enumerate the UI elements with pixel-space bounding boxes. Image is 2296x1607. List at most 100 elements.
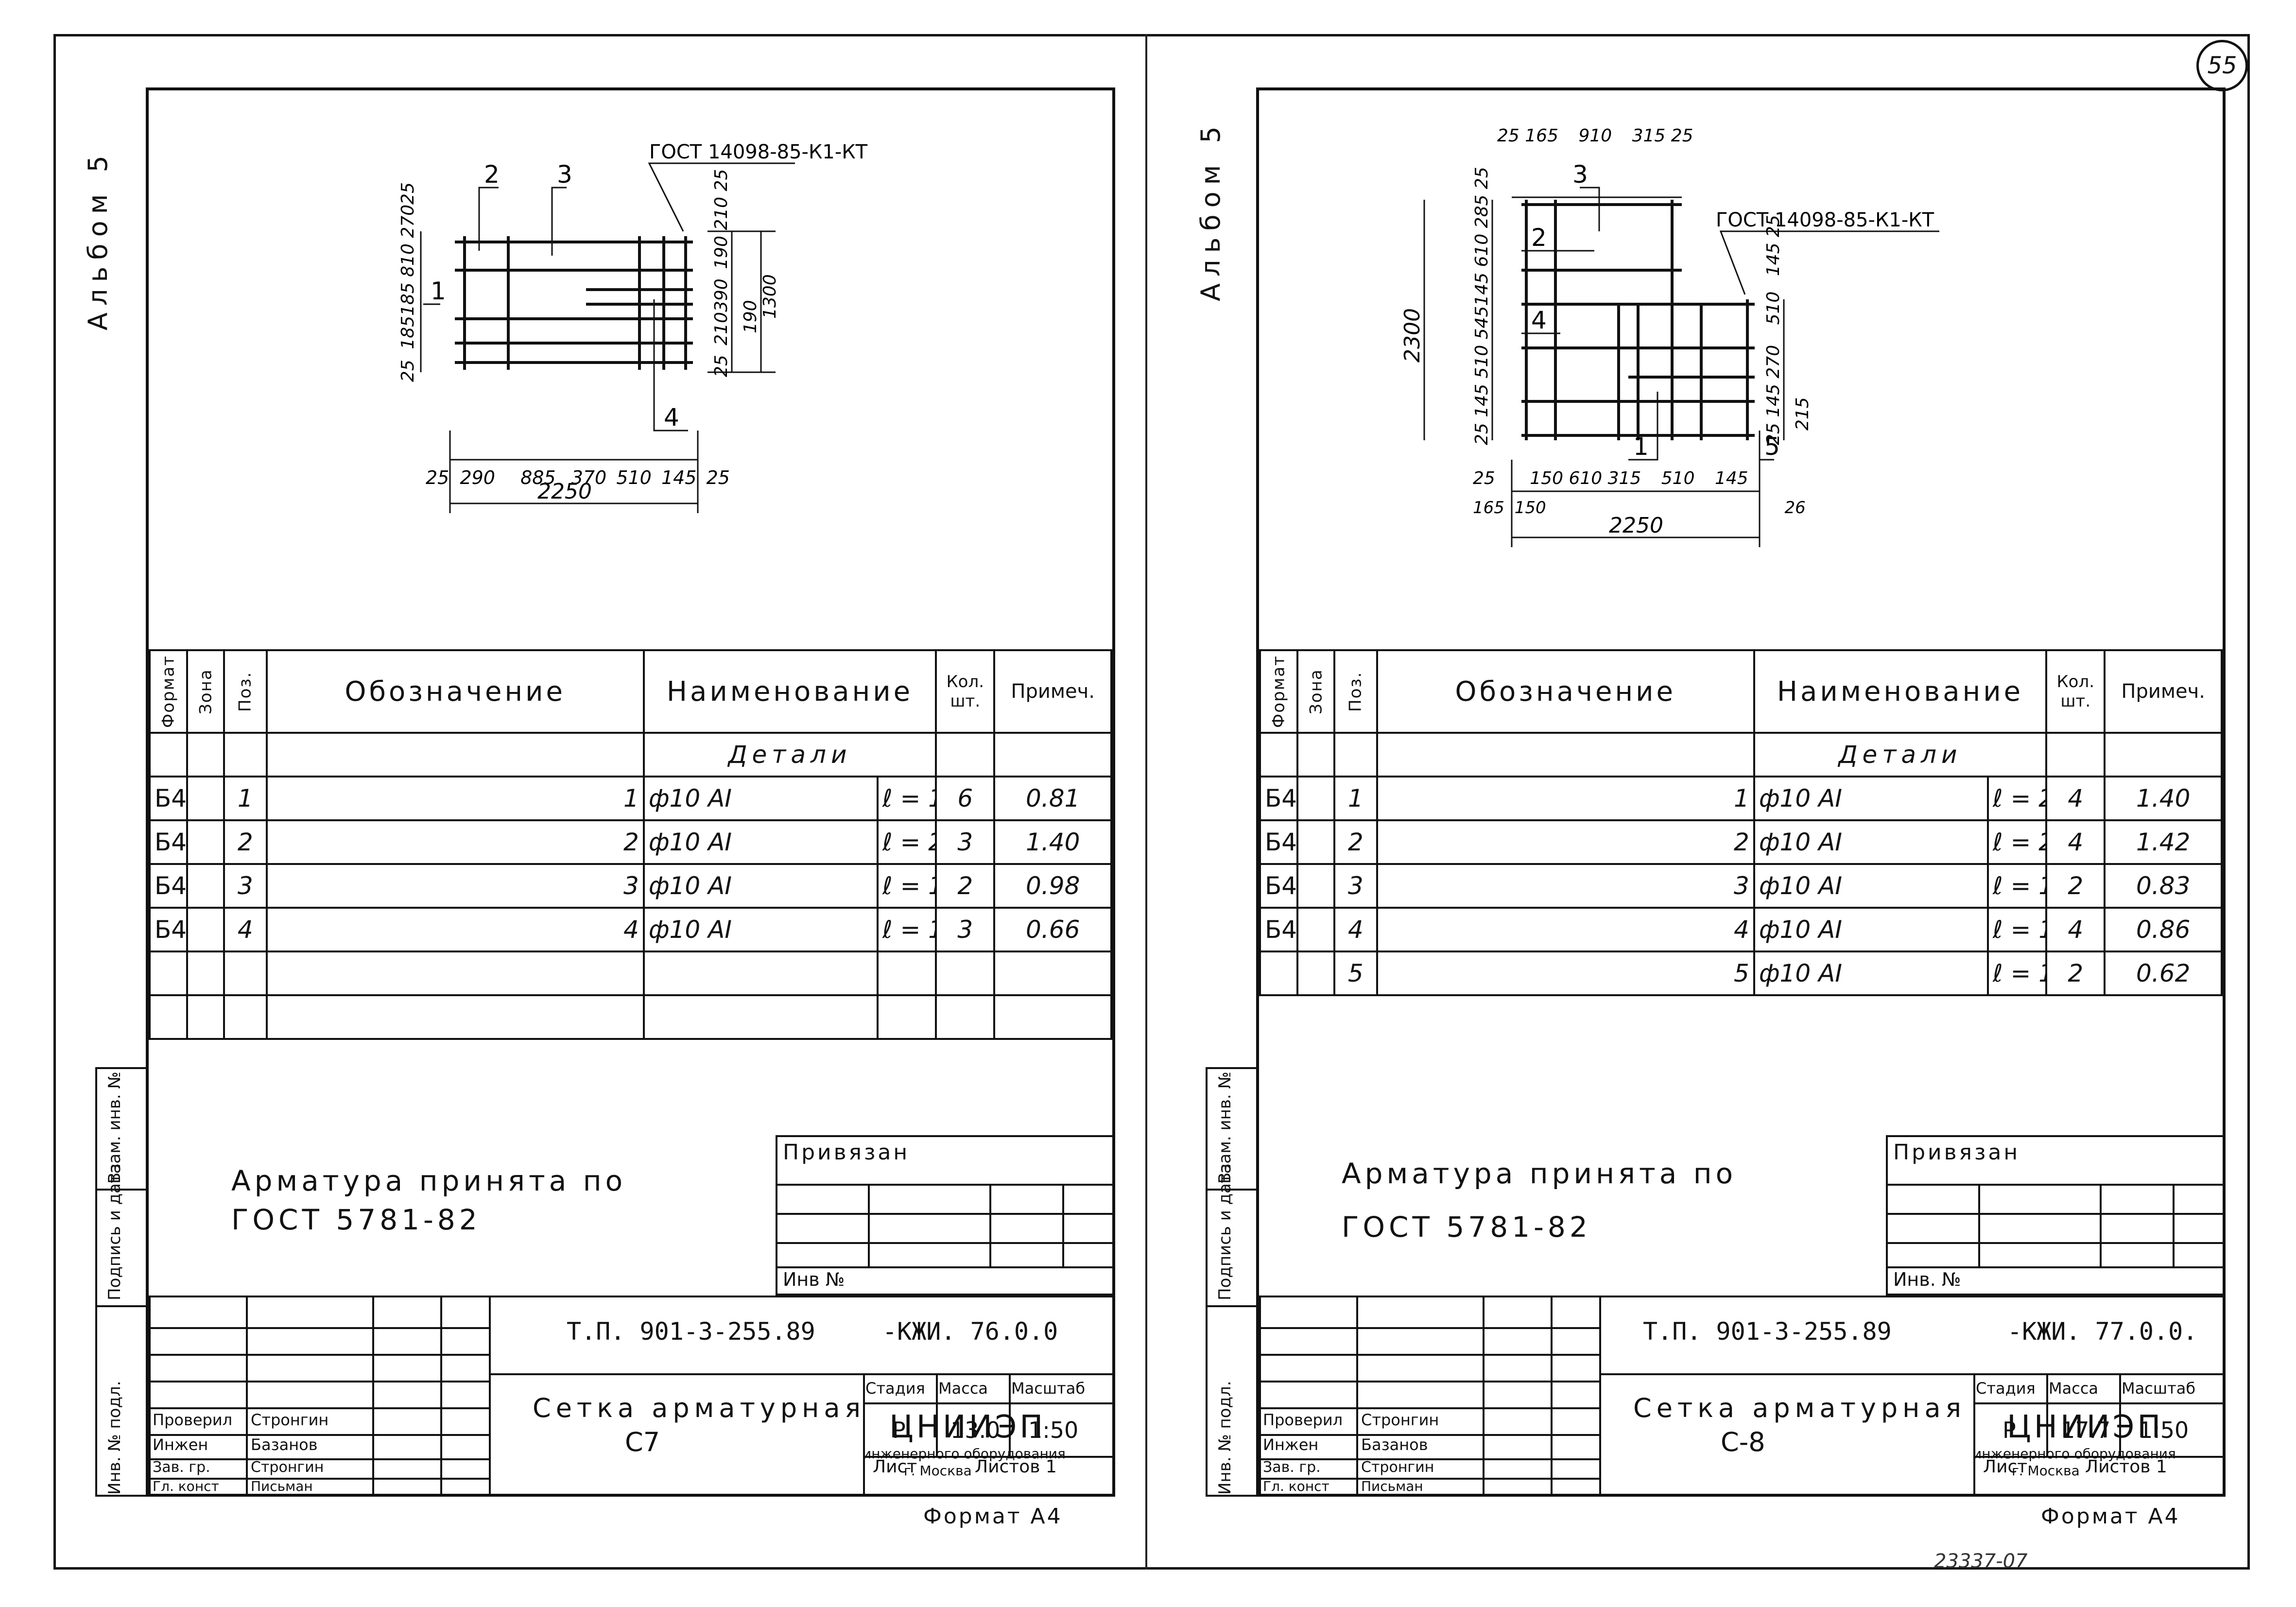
sheet-left: 2 3 1 4 ГОСТ 14098-85-К1-КТ 25 290 885 3… (95, 87, 1115, 1497)
cell-designation: 1 (1376, 776, 1755, 821)
signer-name: Письман (1361, 1478, 1423, 1494)
signer-role: Инжен (153, 1435, 208, 1454)
cell-qty: 4 (2045, 819, 2106, 865)
org-sub-2: г. Москва (2012, 1463, 2080, 1479)
signer-role: Проверил (153, 1411, 233, 1429)
sheet-label: Лист (873, 1457, 917, 1477)
cell-note: 0.81 (993, 776, 1112, 821)
sheets-label: Листов 1 (2085, 1457, 2167, 1477)
left-dim-text: 25 185185 810 27025 (398, 182, 418, 382)
cell-length: ℓ = 1440 (1986, 863, 2048, 909)
bottom-dim-text: 25 150 610 315 510 145 (1473, 468, 1748, 488)
signer-role: Проверил (1263, 1411, 1343, 1429)
cell-format: Б4 (1259, 907, 1298, 952)
right-dim-text: 25 210390 190 210 25 (711, 169, 731, 377)
cell-designation: 4 (1376, 907, 1755, 952)
pos-label: 1 (431, 277, 446, 305)
mass-header: Масса (2049, 1379, 2099, 1398)
side-label: Подпись и дата (1215, 1163, 1235, 1300)
cell-length: ℓ = 2300 (1986, 819, 2048, 865)
binding-block (1886, 1135, 2226, 1296)
table-row-empty (149, 994, 1112, 1040)
right-dim-extra: 190 (741, 300, 760, 333)
cell-note: 0.62 (2104, 950, 2223, 996)
cell-length: ℓ = 1395 (1986, 907, 2048, 952)
cell-length: ℓ = 1065 (876, 907, 937, 952)
spec-table: Формат Зона Поз. Обозначение Наименовани… (1259, 649, 2223, 996)
cell-name: ф10 АI (1753, 907, 1989, 952)
cell-designation: 3 (1376, 863, 1755, 909)
table-row: 5 5 ф10 АI ℓ = 1010 2 0.62 (1259, 950, 2223, 996)
cell-note: 1.40 (2104, 776, 2223, 821)
cell-designation: 1 (265, 776, 645, 821)
cell-name: ф10 АI (642, 907, 879, 952)
cell-note: 1.40 (993, 819, 1112, 865)
cell-pos: 2 (1333, 819, 1378, 865)
sheets-label: Листов 1 (975, 1457, 1057, 1477)
cell-name: ф10 АI (1753, 819, 1989, 865)
sheet-label: Лист (1983, 1457, 2028, 1477)
header-name: Наименование (642, 649, 937, 734)
signer-role: Гл. конст (153, 1478, 219, 1494)
header-note: Примеч. (2104, 649, 2223, 734)
cell-length: ℓ = 1585 (876, 863, 937, 909)
note-line-1: Арматура принята по (231, 1164, 627, 1197)
signer-name: Письман (251, 1478, 313, 1494)
header-format: Формат (1260, 650, 1297, 733)
org-sub-1: инженерного оборудования (863, 1446, 1066, 1462)
cell-pos: 1 (1333, 776, 1378, 821)
side-stamp-table (1206, 1067, 1259, 1497)
pos-label: 5 (1764, 432, 1780, 461)
title-block (1259, 1296, 2226, 1497)
cell-format: Б4 (149, 863, 188, 909)
cell-designation: 2 (265, 819, 645, 865)
cell-name: ф10 АI (1753, 863, 1989, 909)
bottom-dim-text-2: 165 150 26 (1473, 498, 1806, 518)
org-name: ЦНИИЭП (889, 1409, 1046, 1445)
header-designation: Обозначение (265, 649, 645, 734)
spec-section-row: Детали (149, 732, 1112, 778)
archive-stamp: 23337-07 (1934, 1550, 2028, 1572)
doc-suffix: -КЖИ. 77.0.0. (2007, 1317, 2198, 1346)
header-qty: Кол. шт. (935, 649, 996, 734)
cell-qty: 2 (2045, 950, 2106, 996)
scale-value: 1:50 (2139, 1417, 2189, 1443)
binding-block (776, 1135, 1115, 1296)
note-line-2: ГОСТ 5781-82 (231, 1203, 481, 1236)
pos-label: 1 (1633, 432, 1649, 461)
cell-name: ф10 АI (1753, 776, 1989, 821)
mesh-drawing-c7: 2 3 1 4 ГОСТ 14098-85-К1-КТ 25 290 885 3… (398, 141, 868, 513)
section-title: Детали (642, 732, 937, 778)
stage-value: Р (2003, 1417, 2016, 1443)
scale-value: 1:50 (1028, 1417, 1079, 1443)
right-dim-text: 25 145 270 510 145 25 (1763, 215, 1783, 445)
signer-name: Базанов (1361, 1435, 1428, 1454)
binding-label: Привязан (1893, 1140, 2020, 1165)
spec-header-row: Формат Зона Поз. Обозначение Наименовани… (1260, 649, 2223, 734)
mass-value: 13.0 (950, 1417, 1001, 1443)
table-row: Б4 2 2 ф10 АI ℓ = 2300 4 1.42 (1259, 819, 2223, 865)
cell-note: 0.83 (2104, 863, 2223, 909)
cell-pos: 1 (223, 776, 268, 821)
cell-name: ф10 АI (1753, 950, 1989, 996)
cell-format: Б4 (149, 907, 188, 952)
doc-code: Т.П. 901-3-255.89 (567, 1317, 815, 1346)
cell-length: ℓ = 2250 (876, 819, 937, 865)
cell-name: ф10 АI (642, 776, 879, 821)
table-row: Б4 4 4 ф10 АI ℓ = 1395 4 0.86 (1259, 907, 2223, 952)
section-title: Детали (1753, 732, 2048, 778)
table-row: Б4 3 3 ф10 АI ℓ = 1585 2 0.98 (149, 863, 1112, 909)
note-line-1: Арматура принята по (1342, 1157, 1737, 1190)
signer-name: Базанов (251, 1435, 318, 1454)
cell-pos: 2 (223, 819, 268, 865)
pos-label: 2 (1531, 224, 1547, 252)
cell-pos: 4 (223, 907, 268, 952)
drawing-mark: С-8 (1721, 1427, 1765, 1457)
total-height-dim: 2300 (1400, 308, 1425, 363)
mass-header: Масса (938, 1379, 988, 1398)
table-row: Б4 2 2 ф10 АI ℓ = 2250 3 1.40 (149, 819, 1112, 865)
side-label: Инв. № подл. (105, 1381, 124, 1495)
signer-name: Стронгин (251, 1459, 324, 1476)
header-qty: Кол. шт. (2045, 649, 2106, 734)
cell-format: Б4 (149, 819, 188, 865)
